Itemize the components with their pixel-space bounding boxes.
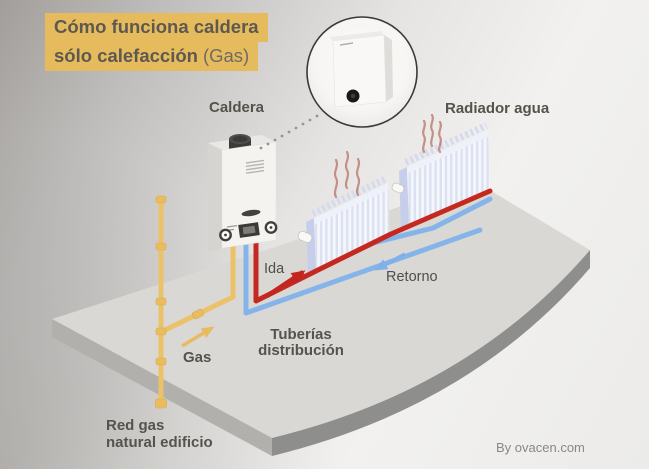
boiler-illustration: [208, 134, 278, 252]
gas-network-label-line1: Red gas: [106, 417, 165, 434]
gas-network-label: Red gas natural edificio: [106, 417, 213, 451]
return-pipe: [243, 196, 493, 316]
return-label: Retorno: [386, 269, 438, 285]
title-line-2: sólo calefacción(Gas): [45, 42, 259, 71]
radiator-valve-icon: [297, 230, 313, 244]
title-gas-suffix: (Gas): [202, 45, 250, 66]
flow-label: Ida: [264, 261, 285, 277]
ida-arrow-icon: [265, 270, 306, 298]
radiator-label: Radiador agua: [445, 100, 550, 117]
zoom-callout-dotted-line: [259, 114, 319, 150]
heat-waves-icon: [333, 113, 442, 199]
gas-flow-arrow-icon: [181, 326, 215, 348]
pipes-label: Tuberías distribución: [237, 327, 365, 358]
title-line-1: Cómo funciona caldera: [45, 13, 268, 42]
boiler-vents-icon: [245, 159, 265, 174]
boiler-zoom-inset: [306, 16, 418, 128]
radiator-front: [297, 175, 391, 276]
retorno-arrow-icon: [374, 252, 406, 271]
pipe-coupler-icons: [155, 195, 205, 409]
radiator-back: [391, 122, 491, 231]
boiler-label: Caldera: [209, 99, 265, 116]
gas-pipe: [155, 195, 236, 409]
boiler-control-panel: [219, 209, 278, 242]
credit-text: By ovacen.com: [496, 440, 585, 455]
radiator-valve-icon: [391, 182, 405, 194]
gas-network-label-line2: natural edificio: [106, 434, 213, 451]
title: Cómo funciona caldera sólo calefacción(G…: [45, 13, 268, 71]
flow-pipe: [253, 188, 493, 304]
pipes-label-line2: distribución: [258, 341, 344, 359]
pipes-label-line1: Tuberías: [270, 326, 332, 343]
gas-label: Gas: [183, 349, 212, 366]
